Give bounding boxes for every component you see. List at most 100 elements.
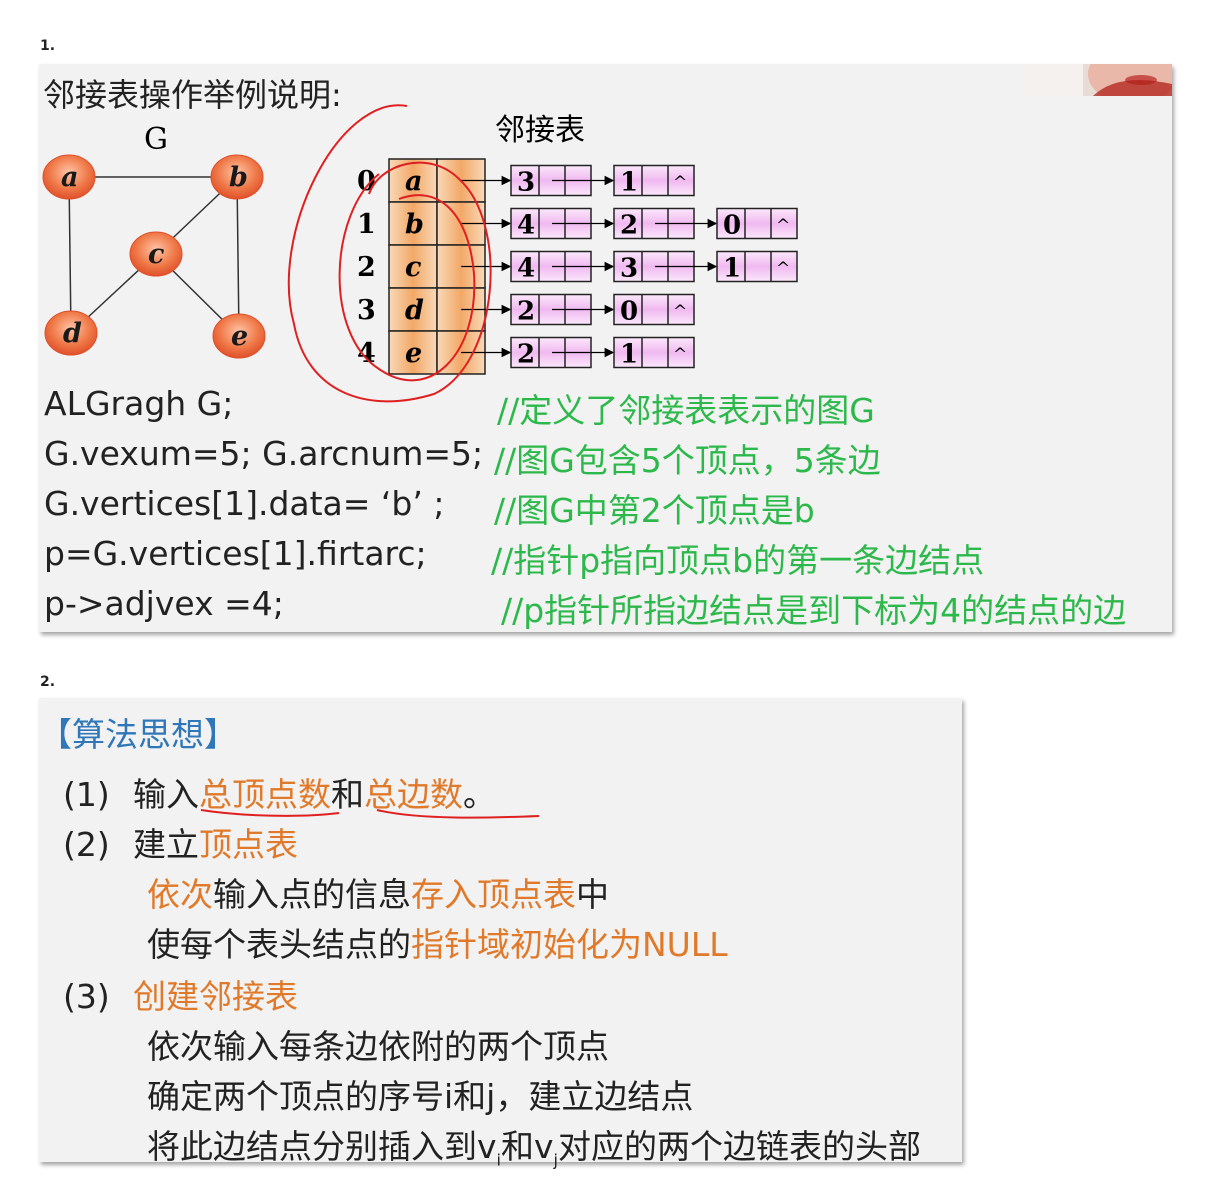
- vertex-index: 3: [357, 295, 376, 326]
- presenter-video-thumbnail: [1023, 64, 1172, 96]
- null-pointer-symbol: ^: [776, 259, 790, 279]
- arc-adjvex-value: 3: [517, 168, 535, 198]
- step-text: 和: [331, 775, 364, 814]
- arc-node: [613, 336, 695, 369]
- annotation-circle: [287, 104, 492, 403]
- arc-adjvex-value: 2: [517, 297, 535, 327]
- step-text: 和v: [500, 1127, 554, 1166]
- vertex-index: 0: [357, 166, 376, 197]
- vertex-data-cell: [388, 330, 438, 375]
- algorithm-step: 使每个表头结点的指针域初始化为NULL: [147, 918, 728, 966]
- code-line: p=G.vertices[1].firtarc;: [44, 534, 427, 573]
- arc-adjvex-value: 0: [620, 297, 638, 327]
- step-text: 。: [463, 775, 496, 814]
- section-number-1: 1.: [40, 38, 56, 54]
- null-pointer-symbol: ^: [776, 216, 790, 236]
- vertex-data-label: c: [405, 252, 421, 283]
- step-text: 输入: [133, 775, 199, 814]
- slide-title: 邻接表操作举例说明:: [43, 76, 342, 114]
- annotation-circle: [338, 173, 476, 382]
- vertex-index: 4: [357, 338, 376, 369]
- step-text: i: [496, 1150, 501, 1170]
- adjacency-list-label: 邻接表: [495, 113, 585, 148]
- null-pointer-symbol: ^: [673, 302, 687, 322]
- code-comment: //指针p指向顶点b的第一条边结点: [491, 541, 985, 580]
- vertex-data-label: b: [405, 209, 424, 240]
- code-line: G.vexum=5; G.arcnum=5;: [44, 434, 484, 473]
- code-comment: //p指针所指边结点是到下标为4的结点的边: [501, 591, 1127, 630]
- graph-label: G: [144, 122, 168, 157]
- arc-node: [613, 164, 695, 197]
- algorithm-step: (3) 创建邻接表: [63, 970, 298, 1018]
- arc-adjvex-value: 4: [517, 211, 535, 241]
- section-number-2: 2.: [40, 674, 56, 690]
- graph-edge: [68, 176, 72, 334]
- vertex-index: 2: [357, 252, 376, 283]
- step-text: 使每个表头结点的: [147, 925, 411, 964]
- arc-node: [716, 207, 798, 240]
- graph-node-label: e: [231, 321, 248, 352]
- step-text: 将此边结点分别插入到v: [147, 1127, 497, 1166]
- algorithm-step: (1) 输入总顶点数和总边数。: [63, 768, 496, 816]
- arc-adjvex-value: 4: [517, 254, 535, 284]
- step-text: 对应的两个边链表的头部: [557, 1127, 921, 1166]
- arc-adjvex-value: 2: [517, 340, 535, 370]
- null-pointer-symbol: ^: [673, 173, 687, 193]
- graph-node-label: d: [63, 318, 82, 349]
- vertex-data-cell: [388, 201, 438, 246]
- arc-adjvex-value: 1: [723, 254, 741, 284]
- arc-adjvex-value: 0: [723, 211, 741, 241]
- arc-adjvex-value: 1: [620, 340, 638, 370]
- algorithm-step: 依次输入点的信息存入顶点表中: [147, 868, 609, 916]
- algorithm-step: (2)建立顶点表: [63, 818, 298, 866]
- algorithm-step: 将此边结点分别插入到vi和vj对应的两个边链表的头部: [147, 1120, 921, 1170]
- algorithm-heading: 【算法思想】: [39, 715, 237, 754]
- vertex-data-label: d: [405, 295, 424, 326]
- null-pointer-symbol: ^: [673, 345, 687, 365]
- arc-adjvex-value: 1: [620, 168, 638, 198]
- graph-node-label: c: [148, 239, 164, 270]
- step-number: (1): [63, 775, 110, 814]
- arc-node: [613, 293, 695, 326]
- arc-adjvex-value: 2: [620, 211, 638, 241]
- algorithm-step: 确定两个顶点的序号i和j，建立边结点: [147, 1070, 693, 1118]
- graph-edge: [236, 176, 240, 337]
- highlighted-text: 创建邻接表: [133, 977, 298, 1016]
- graph-node-label: a: [61, 162, 79, 193]
- algorithm-step: 依次输入每条边依附的两个顶点: [147, 1020, 609, 1068]
- step-number: (3): [63, 977, 110, 1016]
- graph-node-e: [212, 313, 266, 359]
- vertex-data-cell: [388, 244, 438, 289]
- arc-node: [716, 250, 798, 283]
- code-comment: //图G中第2个顶点是b: [494, 491, 815, 530]
- code-line: ALGragh G;: [44, 384, 234, 423]
- code-comment: //图G包含5个顶点，5条边: [494, 441, 881, 480]
- step-text: 建立: [133, 825, 199, 864]
- highlighted-text: 依次: [147, 875, 213, 914]
- graph-node-a: [42, 154, 96, 200]
- graph-node-c: [129, 231, 183, 277]
- highlighted-text: 指针域初始化为NULL: [411, 925, 728, 964]
- arc-adjvex-value: 3: [620, 254, 638, 284]
- step-text: 依次输入每条边依附的两个顶点: [147, 1027, 609, 1066]
- step-number: (2): [63, 825, 110, 864]
- highlighted-text: 存入顶点表: [411, 875, 576, 914]
- highlighted-text: 总边数: [364, 775, 463, 814]
- vertex-data-label: e: [405, 338, 422, 369]
- vertex-data-cell: [388, 287, 438, 332]
- step-text: j: [553, 1150, 558, 1170]
- step-text: 输入点的信息: [213, 875, 411, 914]
- graph-node-d: [44, 310, 98, 356]
- code-line: G.vertices[1].data= ‘b’ ;: [44, 484, 445, 523]
- slide-algorithm-idea: 【算法思想】 (1)输入总顶点数和总边数。(2)建立顶点表依次输入点的信息存入顶…: [39, 698, 962, 1170]
- vertex-index: 1: [357, 209, 376, 240]
- highlighted-text: 总顶点数: [199, 775, 331, 814]
- graph-node-b: [210, 154, 264, 200]
- code-comment: //定义了邻接表表示的图G: [497, 391, 875, 430]
- graph-node-label: b: [229, 162, 248, 193]
- step-text: 确定两个顶点的序号i和j，建立边结点: [147, 1077, 694, 1116]
- vertex-data-label: a: [405, 166, 423, 197]
- step-text: 中: [576, 875, 609, 914]
